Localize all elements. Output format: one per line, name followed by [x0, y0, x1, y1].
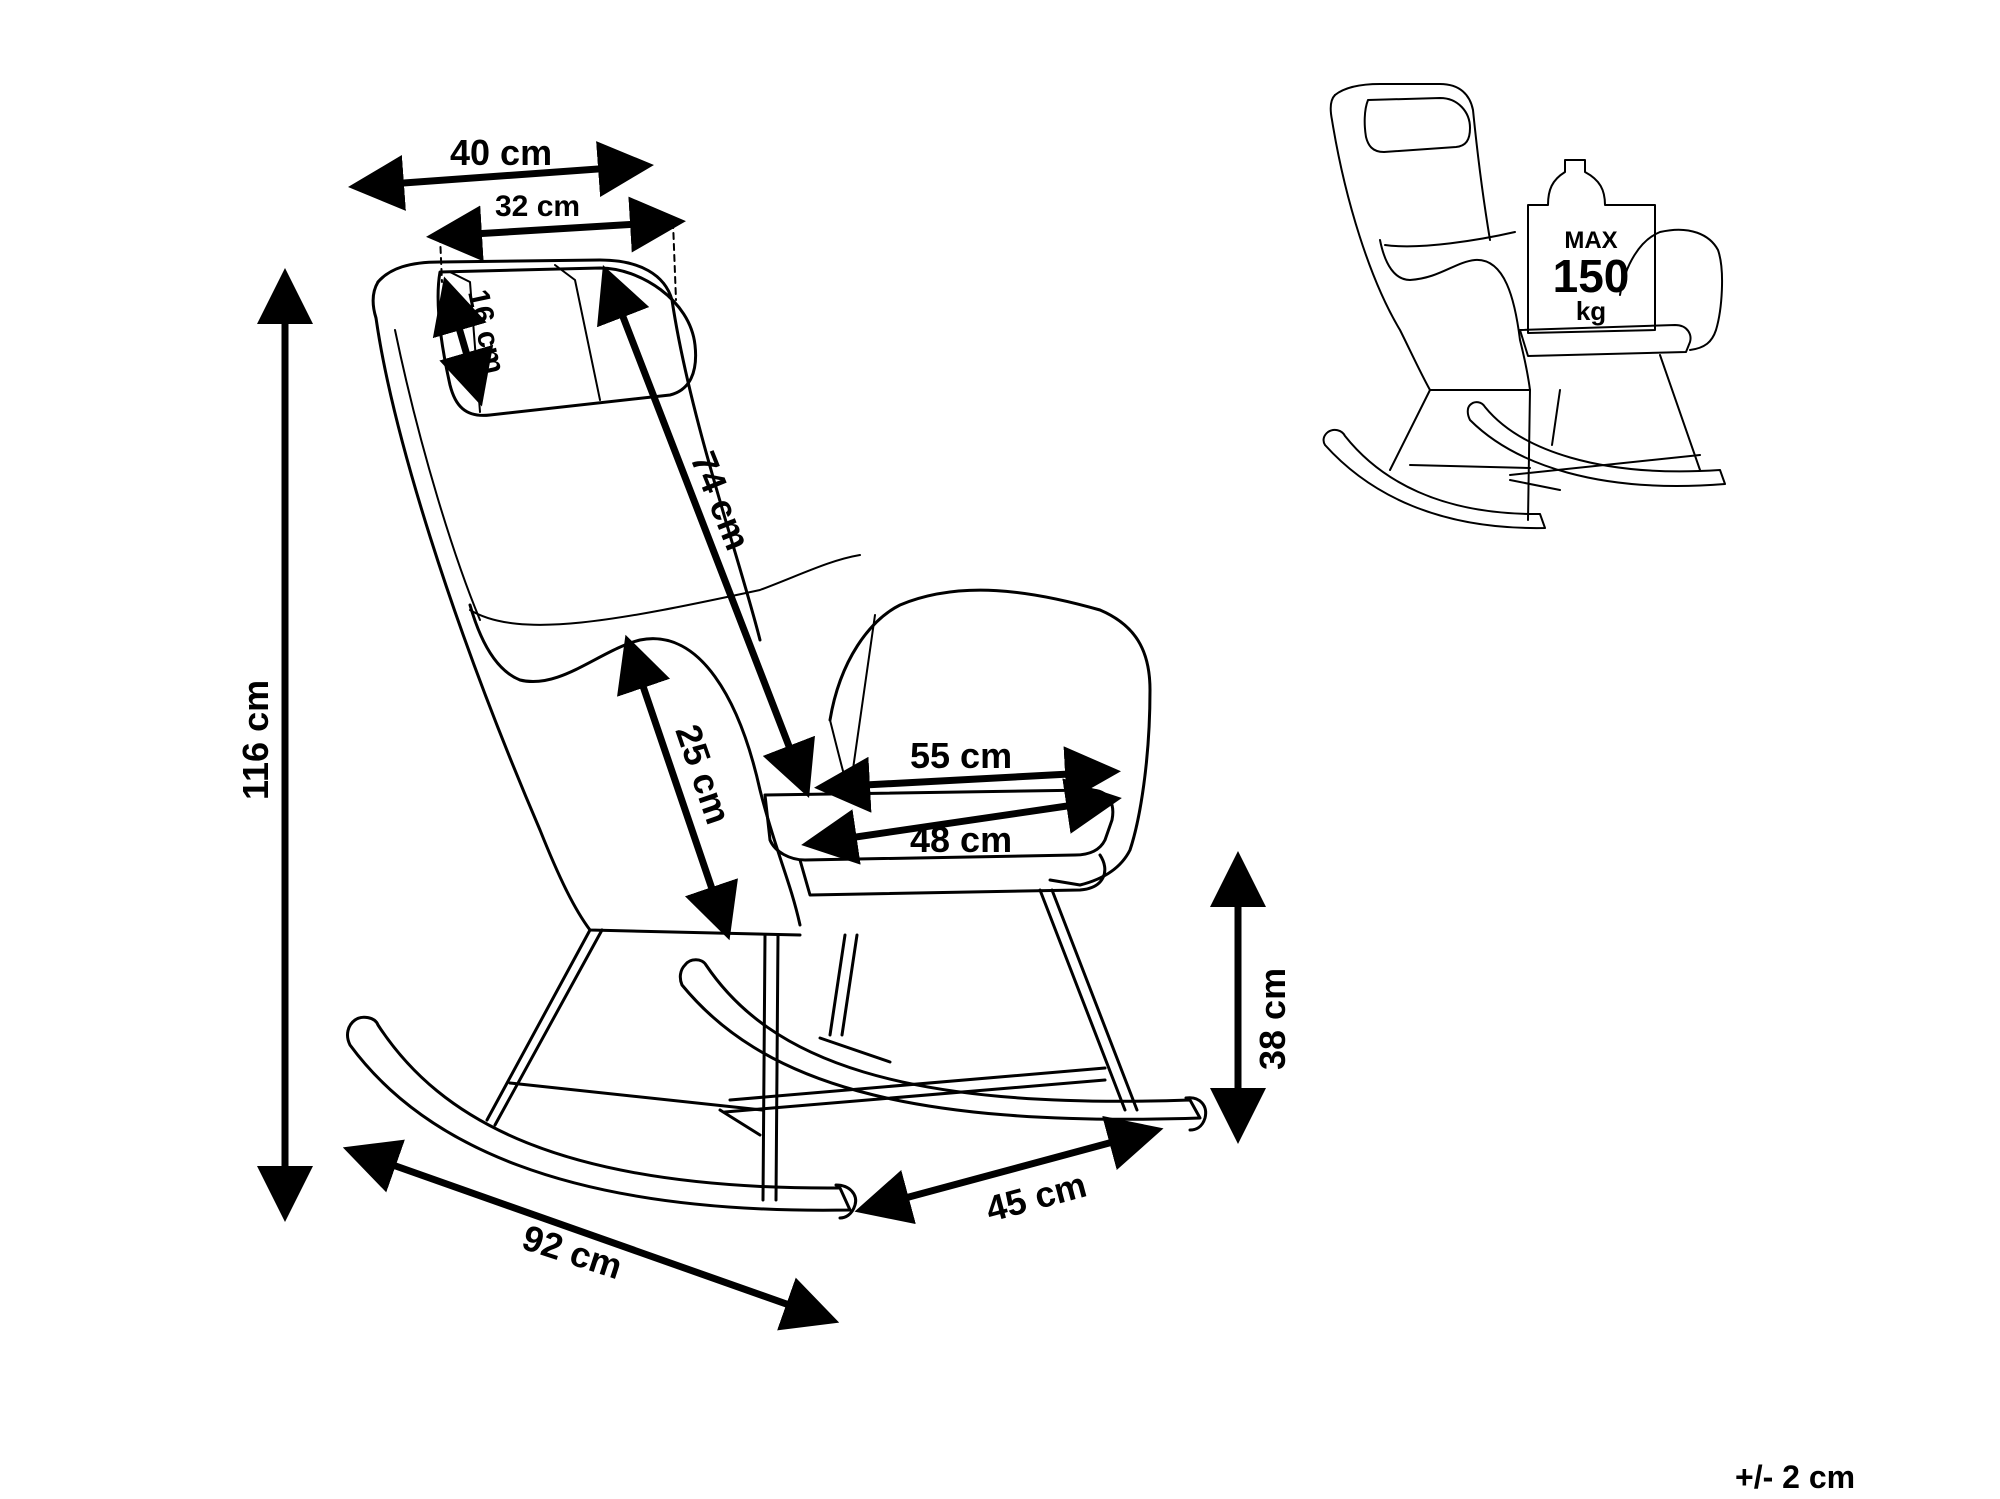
small-pillow	[1363, 97, 1471, 153]
small-left-arm	[1379, 239, 1531, 391]
arrow-25cm	[617, 634, 738, 941]
leg-back-right	[1038, 888, 1127, 1112]
stretcher-cross	[818, 1036, 892, 1064]
tolerance-note: +/- 2 cm	[1735, 1459, 1855, 1495]
max-load-label: MAX	[1564, 227, 1617, 254]
backrest-top	[376, 258, 762, 642]
arrow-40cm	[348, 141, 654, 211]
arrow-32cm	[426, 196, 686, 262]
label-25cm: 25 cm	[667, 719, 739, 829]
rocker-right-cap	[1184, 1096, 1208, 1132]
back-seam	[469, 554, 861, 626]
arrow-16cm	[432, 276, 494, 407]
stretcher-short	[718, 1108, 762, 1137]
main-chair-drawing	[346, 258, 1208, 1220]
leg-front-mid-2	[774, 933, 780, 1202]
small-legs	[1389, 354, 1701, 521]
label-48cm: 48 cm	[910, 819, 1012, 860]
arrow-48cm	[801, 778, 1122, 865]
arrow-74cm	[597, 264, 815, 799]
guide-32-right	[672, 221, 677, 301]
leg-back-left	[828, 933, 847, 1037]
right-arm	[828, 588, 1152, 887]
vase-icon	[1527, 159, 1656, 334]
small-rocker-left	[1322, 428, 1546, 530]
small-backrest	[1329, 94, 1531, 391]
small-rocker-right	[1466, 401, 1726, 487]
small-backrest-top	[1334, 83, 1491, 241]
right-arm-inner	[829, 614, 876, 793]
small-right-arm	[1619, 228, 1724, 351]
small-chair-drawing	[1322, 83, 1726, 530]
label-38cm: 38 cm	[1252, 968, 1293, 1070]
leg-back-left-2	[840, 933, 859, 1037]
stretcher-side-2	[723, 1078, 1107, 1114]
backrest-inner-edge	[394, 329, 481, 621]
max-load-value: 150	[1553, 250, 1630, 302]
leg-back-right-2	[1050, 888, 1139, 1112]
stretcher-front	[508, 1081, 764, 1112]
backrest-shell	[371, 280, 802, 937]
leg-front-left-2	[493, 928, 604, 1127]
dimension-arrows	[257, 141, 1266, 1331]
label-116cm: 116 cm	[235, 680, 276, 800]
small-seat	[1519, 324, 1692, 357]
max-load-unit: kg	[1576, 296, 1606, 326]
arrow-45cm	[854, 1115, 1164, 1225]
max-load-badge: MAX 150 kg	[1553, 227, 1630, 326]
small-seam	[1384, 231, 1516, 248]
leg-front-mid	[761, 933, 767, 1202]
arrow-92cm	[342, 1139, 840, 1331]
seat-front	[798, 853, 1107, 897]
label-40cm: 40 cm	[450, 132, 552, 173]
pillow-strap-right	[554, 264, 601, 401]
rocker-left	[346, 1015, 852, 1212]
guide-32-left	[439, 235, 443, 283]
rocker-right	[678, 958, 1202, 1121]
leg-front-left	[485, 928, 592, 1122]
label-32cm: 32 cm	[495, 190, 580, 223]
label-55cm: 55 cm	[910, 735, 1012, 776]
